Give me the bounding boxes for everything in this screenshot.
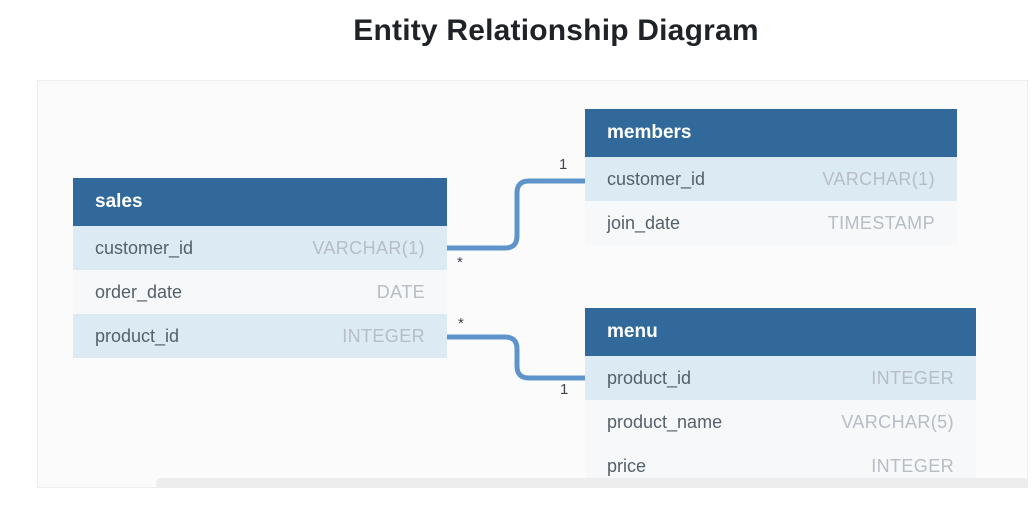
cardinality-sales-many: * <box>457 254 463 271</box>
cardinality-members-one: 1 <box>559 156 568 173</box>
column-type: INTEGER <box>871 367 954 388</box>
table-row: order_date DATE <box>73 270 447 314</box>
column-type: INTEGER <box>342 325 425 346</box>
column-name: customer_id <box>607 168 706 189</box>
column-name: order_date <box>95 281 183 302</box>
table-row: customer_id VARCHAR(1) <box>585 157 957 201</box>
erd-canvas: 1 * * 1 sales customer_id VARCHAR(1) ord… <box>37 80 1028 488</box>
page-title: Entity Relationship Diagram <box>353 14 759 47</box>
connector-sales-members <box>444 178 588 251</box>
table-menu[interactable]: menu product_id INTEGER product_name VAR… <box>585 308 976 487</box>
horizontal-scrollbar-thumb[interactable] <box>156 478 1027 487</box>
column-type: VARCHAR(1) <box>312 237 425 258</box>
cardinality-menu-one: 1 <box>560 381 569 398</box>
table-header: sales <box>73 178 447 226</box>
table-members[interactable]: members customer_id VARCHAR(1) join_date… <box>585 109 957 245</box>
table-header: members <box>585 109 957 157</box>
table-row: customer_id VARCHAR(1) <box>73 226 447 270</box>
table-row: product_name VARCHAR(5) <box>585 400 976 444</box>
column-name: join_date <box>607 212 681 233</box>
column-type: DATE <box>376 281 425 302</box>
column-name: product_id <box>95 325 180 346</box>
table-row: product_id INTEGER <box>585 356 976 400</box>
column-type: INTEGER <box>871 455 954 476</box>
column-name: price <box>607 455 647 476</box>
table-row: product_id INTEGER <box>73 314 447 358</box>
table-header: menu <box>585 308 976 356</box>
cardinality-sales-many-2: * <box>458 315 464 332</box>
column-type: VARCHAR(1) <box>822 168 935 189</box>
column-type: VARCHAR(5) <box>841 411 954 432</box>
column-type: TIMESTAMP <box>827 212 935 233</box>
connector-sales-menu <box>444 334 588 381</box>
column-name: product_name <box>607 411 723 432</box>
table-row: join_date TIMESTAMP <box>585 201 957 245</box>
column-name: customer_id <box>95 237 194 258</box>
relationship-connectors <box>444 178 588 381</box>
table-sales[interactable]: sales customer_id VARCHAR(1) order_date … <box>73 178 447 358</box>
column-name: product_id <box>607 367 692 388</box>
